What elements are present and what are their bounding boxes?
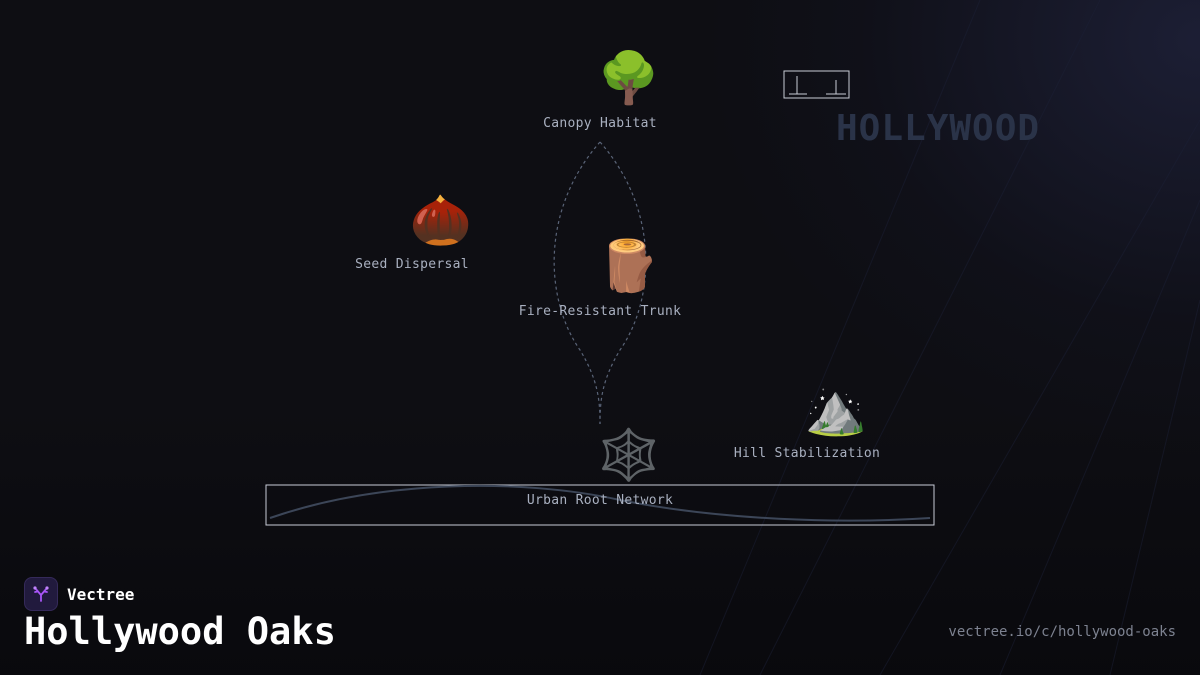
hollywood-sign-icon <box>783 70 850 99</box>
edge-canopy-roots-right <box>599 141 647 425</box>
root-network-box <box>265 484 935 526</box>
node-label-urban-root-network: Urban Root Network <box>526 493 674 508</box>
brand-name: Vectree <box>67 584 135 604</box>
log-icon[interactable]: 🪵 <box>597 237 661 295</box>
page-title: Hollywood Oaks <box>24 610 336 653</box>
node-label-fire-resistant-trunk: Fire-Resistant Trunk <box>518 304 682 319</box>
acorn-icon[interactable]: 🌰 <box>409 191 473 249</box>
hollywood-sign-text: HOLLYWOOD <box>836 108 1041 149</box>
mountain-icon[interactable]: ⛰️ <box>804 380 868 438</box>
brand[interactable]: Vectree <box>24 577 134 611</box>
web-icon[interactable]: 🕸️ <box>597 426 661 484</box>
node-label-seed-dispersal: Seed Dispersal <box>355 257 469 272</box>
edge-canopy-roots-left <box>553 141 601 425</box>
node-label-hill-stabilization: Hill Stabilization <box>733 446 881 461</box>
node-label-canopy-habitat: Canopy Habitat <box>543 116 657 131</box>
vectree-tree-icon <box>24 577 58 611</box>
root-network-wave <box>269 484 931 522</box>
tree-icon[interactable]: 🌳 <box>597 49 661 107</box>
page-url[interactable]: vectree.io/c/hollywood-oaks <box>948 624 1176 640</box>
